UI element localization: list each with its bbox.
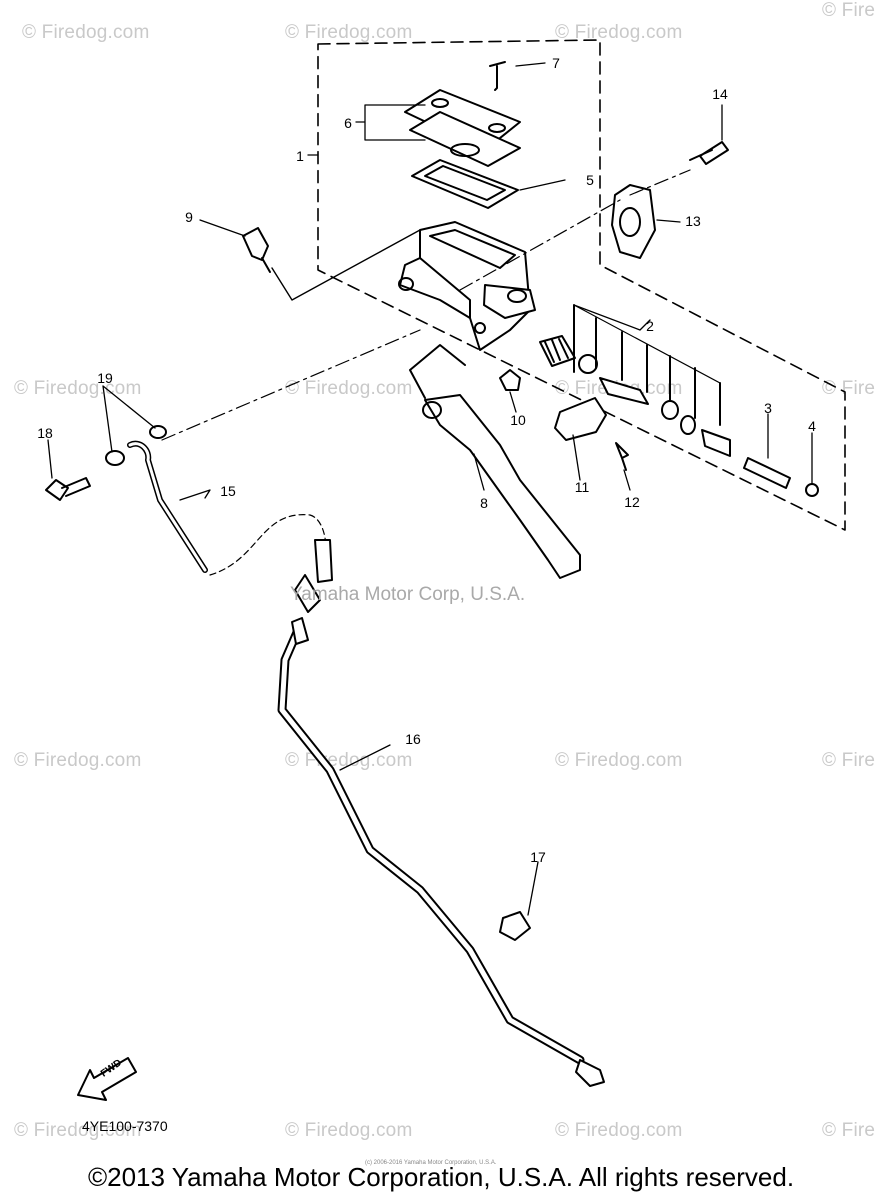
- watermark: © Fire: [822, 750, 876, 771]
- callout-12: 12: [624, 494, 640, 510]
- banjo-bolt-9: [242, 227, 269, 261]
- callout-17: 17: [530, 849, 546, 865]
- screw-12: [615, 442, 629, 471]
- watermark: © Firedog.com: [14, 750, 142, 771]
- callout-15: 15: [220, 483, 236, 499]
- watermark: © Fire: [822, 0, 876, 21]
- callout-3: 3: [764, 400, 772, 416]
- callout-14: 14: [712, 86, 728, 102]
- union-bolt: [45, 479, 69, 501]
- watermark: © Fire: [822, 378, 876, 399]
- clamp-bolt: [689, 141, 729, 165]
- fwd-arrow-icon: [77, 1057, 137, 1101]
- pipe-clamp: [499, 911, 531, 941]
- watermark: © Firedog.com: [22, 22, 150, 43]
- watermark: © Firedog.com: [555, 22, 683, 43]
- copper-washer: [149, 425, 167, 439]
- callout-9: 9: [185, 209, 193, 225]
- clutch-lever: [424, 394, 581, 579]
- diagram-code: 4YE100-7370: [82, 1118, 168, 1134]
- clutch-switch: [554, 397, 607, 441]
- clamp-holder: [611, 184, 656, 259]
- cap-plate: [409, 111, 521, 167]
- callout-16: 16: [405, 731, 421, 747]
- nut-10: [499, 369, 521, 391]
- footer-copyright: ©2013 Yamaha Motor Corporation, U.S.A. A…: [87, 1162, 795, 1192]
- piston-spring: [539, 335, 576, 367]
- pivot-bolt: [743, 457, 791, 489]
- watermark: © Firedog.com: [14, 1120, 142, 1141]
- clutch-pipe: [277, 625, 585, 1065]
- callout-7: 7: [552, 55, 560, 71]
- watermark: © Firedog.com: [285, 1120, 413, 1141]
- callout-13: 13: [685, 213, 701, 229]
- watermark: © Firedog.com: [555, 750, 683, 771]
- callout-18: 18: [37, 425, 53, 441]
- diaphragm: [411, 159, 519, 209]
- corp-watermark: Yamaha Motor Corp, U.S.A.: [290, 584, 526, 605]
- copper-washer: [105, 450, 125, 466]
- callout-8: 8: [480, 495, 488, 511]
- callout-6: 6: [344, 115, 352, 131]
- watermark: © Firedog.com: [285, 378, 413, 399]
- callout-11: 11: [574, 479, 590, 495]
- watermark: © Firedog.com: [555, 1120, 683, 1141]
- small-copyright: (c) 2006-2016 Yamaha Motor Corporation, …: [365, 1160, 497, 1166]
- watermark: © Firedog.com: [14, 378, 142, 399]
- callout-5: 5: [586, 172, 594, 188]
- cap-screw: [489, 61, 506, 91]
- watermark: © Fire: [822, 1120, 876, 1141]
- callout-4: 4: [808, 418, 816, 434]
- callout-19: 19: [97, 370, 113, 386]
- callout-2: 2: [646, 318, 654, 334]
- watermark: © Firedog.com: [285, 22, 413, 43]
- callout-1: 1: [296, 148, 304, 164]
- callout-10: 10: [510, 412, 526, 428]
- assembly-dashed-outline: [317, 39, 846, 531]
